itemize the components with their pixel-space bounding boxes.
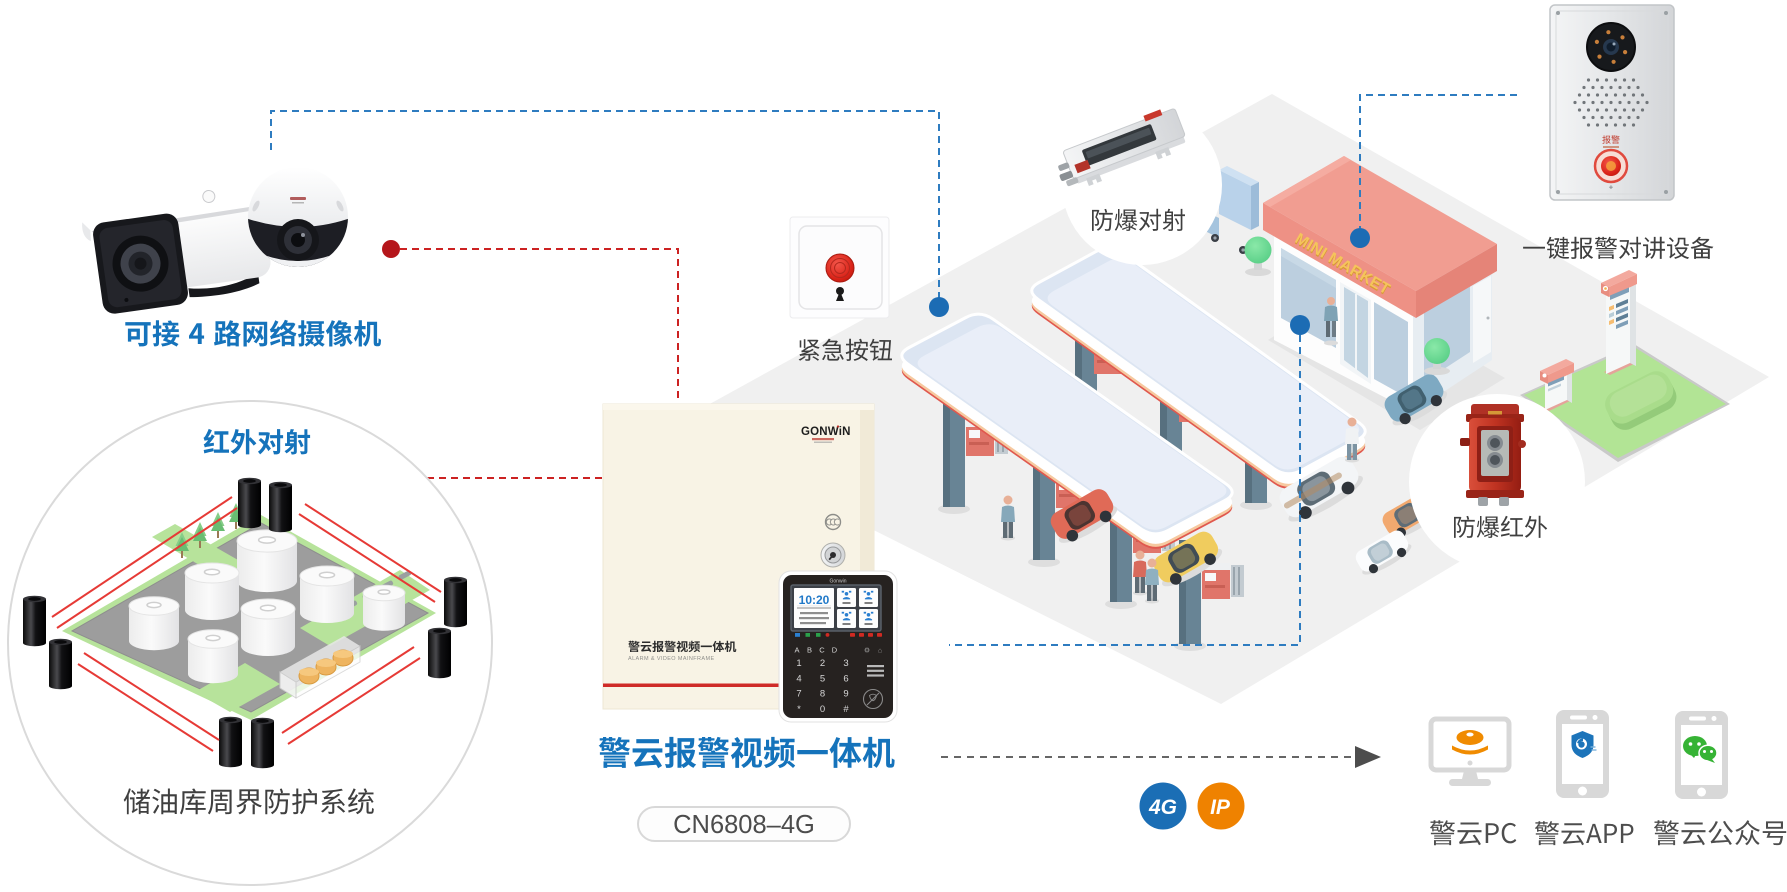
svg-text:A: A — [794, 646, 799, 655]
svg-text:ALARM & VIDEO MAINFRAME: ALARM & VIDEO MAINFRAME — [628, 656, 715, 662]
svg-text:*: * — [797, 704, 801, 715]
svg-text:0: 0 — [820, 704, 825, 715]
svg-text:9: 9 — [843, 689, 848, 700]
svg-text:CN6808–4G: CN6808–4G — [673, 811, 815, 839]
svg-text:⚙: ⚙ — [864, 647, 870, 655]
svg-text:✚: ✚ — [1609, 185, 1613, 191]
svg-text:7: 7 — [796, 689, 801, 700]
svg-text:Gonwin: Gonwin — [830, 579, 847, 585]
svg-text:4: 4 — [796, 673, 801, 684]
svg-text:3: 3 — [843, 658, 848, 669]
svg-text:IP: IP — [1210, 796, 1231, 819]
svg-text:6: 6 — [843, 673, 848, 684]
svg-text:C: C — [819, 646, 825, 655]
svg-text:#: # — [843, 704, 849, 715]
svg-text:D: D — [832, 646, 838, 655]
svg-text:GONWiN: GONWiN — [801, 426, 851, 438]
svg-text:1: 1 — [796, 658, 801, 669]
svg-text:8: 8 — [820, 689, 825, 700]
svg-text:5: 5 — [820, 673, 825, 684]
svg-text:10:20: 10:20 — [799, 593, 830, 607]
svg-text:2: 2 — [820, 658, 825, 669]
svg-text:B: B — [807, 646, 812, 655]
svg-text:4G: 4G — [1148, 796, 1177, 819]
svg-text:⌂: ⌂ — [878, 648, 882, 655]
